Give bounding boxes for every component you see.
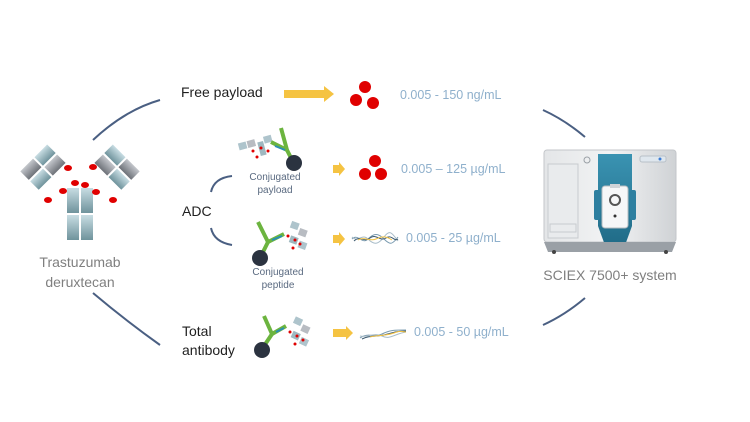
free-payload-range: 0.005 - 150 ng/mL bbox=[400, 88, 502, 102]
conjugated-peptide-label: Conjugated peptide bbox=[248, 266, 308, 292]
bead-captured-adc-icon bbox=[237, 127, 302, 171]
arrow-icon bbox=[333, 162, 345, 176]
conjugated-payload-label: Conjugated payload bbox=[245, 171, 305, 197]
arrow-icon bbox=[333, 326, 353, 340]
payload-molecule-icon bbox=[359, 155, 387, 180]
adc-group-label: ADC bbox=[182, 203, 212, 219]
arrow-icon bbox=[333, 232, 345, 246]
mass-spectrometer-icon bbox=[540, 148, 680, 256]
source-name-line2: deruxtecan bbox=[45, 274, 115, 290]
connector-arc-top-right bbox=[542, 109, 586, 138]
adc-antibody-icon bbox=[20, 140, 140, 245]
payload-molecule-icon bbox=[350, 81, 379, 109]
bead-captured-adc-icon bbox=[254, 315, 311, 358]
bead-captured-adc-icon bbox=[252, 220, 308, 266]
instrument-label: SCIEX 7500+ system bbox=[543, 267, 677, 283]
arrow-icon bbox=[284, 86, 334, 102]
peptide-strands-icon bbox=[351, 232, 399, 244]
conjugated-peptide-label-line1: Conjugated bbox=[252, 267, 304, 278]
conjugated-payload-label-line2: payload bbox=[257, 185, 293, 196]
source-name-line1: Trastuzumab bbox=[39, 254, 121, 270]
total-antibody-label-line2: antibody bbox=[182, 342, 235, 358]
source-label: Trastuzumab deruxtecan bbox=[20, 252, 140, 292]
connector-arc-bottom-left bbox=[92, 292, 161, 346]
conjugated-peptide-range: 0.005 - 25 µg/mL bbox=[406, 231, 501, 245]
total-antibody-label-line1: Total bbox=[182, 323, 212, 339]
peptide-strands-icon bbox=[359, 329, 407, 340]
conjugated-payload-label-line1: Conjugated bbox=[249, 172, 301, 183]
conjugated-peptide-label-line2: peptide bbox=[261, 280, 295, 291]
total-antibody-label: Total antibody bbox=[182, 322, 235, 360]
free-payload-label: Free payload bbox=[181, 84, 263, 100]
connector-arc-bottom-right bbox=[542, 297, 586, 326]
conjugated-payload-range: 0.005 – 125 µg/mL bbox=[401, 162, 506, 176]
adc-bracket-bottom bbox=[210, 227, 233, 246]
adc-bracket-top bbox=[210, 175, 233, 193]
total-antibody-range: 0.005 - 50 µg/mL bbox=[414, 325, 509, 339]
connector-arc-top-left bbox=[92, 99, 161, 141]
